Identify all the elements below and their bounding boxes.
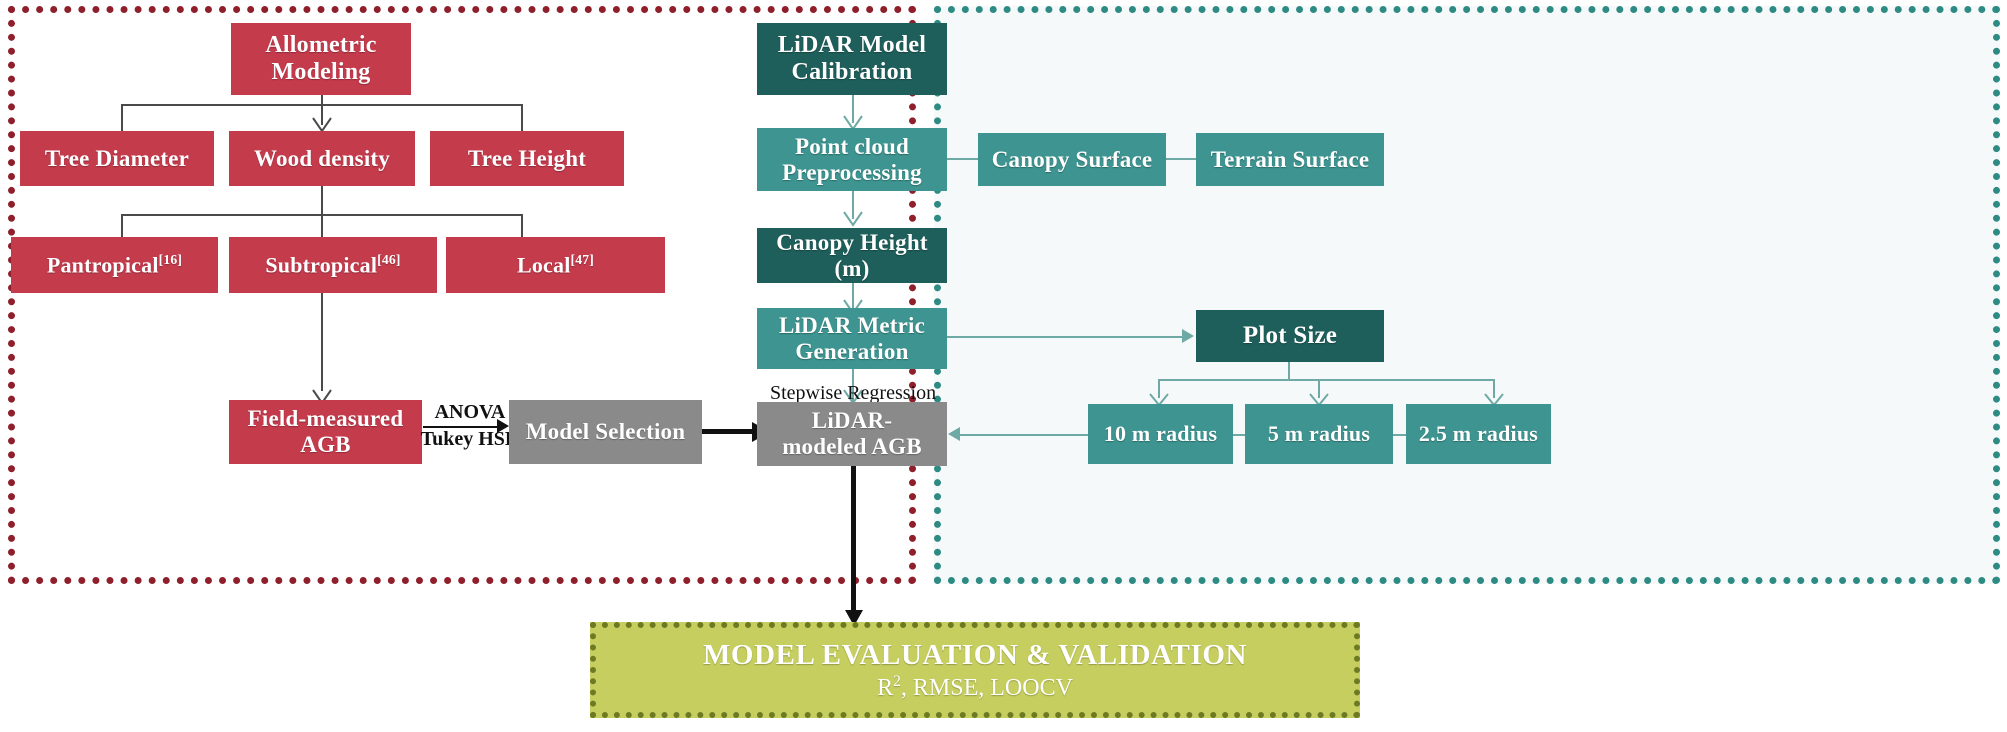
tree-diameter-label: Tree Diameter	[44, 145, 190, 171]
subtropical-label: Subtropical	[265, 252, 378, 278]
connector-to-radius-5	[1318, 379, 1320, 398]
field-agb-line1: Field-measured	[247, 406, 404, 432]
connector-to-wood-density	[321, 104, 323, 120]
node-radius-5m[interactable]: 5 m radius	[1245, 404, 1393, 464]
connector-lidaragb-to-evaluation	[851, 466, 856, 616]
node-tree-diameter[interactable]: Tree Diameter	[20, 131, 214, 186]
connector-to-radius-25	[1493, 379, 1495, 398]
allometric-line1: Allometric	[265, 32, 377, 59]
edge-label-tukey-hsd: Tukey HSD	[420, 428, 520, 450]
connector-radius10-to-radius5	[1232, 434, 1245, 436]
connector-subtropical-to-field	[321, 293, 323, 391]
tree-height-label: Tree Height	[467, 145, 587, 171]
radius-5-label: 5 m radius	[1267, 420, 1371, 446]
connector-modelselection-to-lidaragb	[702, 429, 757, 434]
connector-to-local	[521, 214, 523, 237]
right-panel-lidar	[934, 6, 2000, 584]
node-local[interactable]: Local[47]	[446, 237, 665, 293]
pantropical-label: Pantropical	[46, 252, 159, 278]
evaluation-metric-sup: 2	[893, 672, 901, 690]
node-pantropical[interactable]: Pantropical[16]	[11, 237, 218, 293]
plot-size-label: Plot Size	[1242, 322, 1338, 349]
node-lidar-model-calibration[interactable]: LiDAR Model Calibration	[757, 23, 947, 95]
evaluation-metric-r: R	[877, 674, 894, 701]
model-selection-label: Model Selection	[525, 419, 686, 445]
connector-pointcloud-to-canopyheight	[852, 191, 854, 219]
arrowhead-anova	[497, 419, 509, 433]
pointcloud-line1: Point cloud	[794, 133, 910, 159]
local-ref: [47]	[570, 252, 595, 268]
calibration-line1: LiDAR Model	[777, 32, 927, 59]
lidar-agb-line2: modeled AGB	[782, 434, 922, 459]
node-lidar-metric-generation[interactable]: LiDAR Metric Generation	[757, 308, 947, 369]
evaluation-title: MODEL EVALUATION & VALIDATION	[702, 638, 1248, 671]
node-terrain-surface[interactable]: Terrain Surface	[1196, 133, 1384, 186]
lidar-agb-line1: LiDAR-	[811, 408, 893, 434]
calibration-line2: Calibration	[791, 59, 913, 85]
connector-anova-arrow-line	[423, 426, 505, 428]
node-tree-height[interactable]: Tree Height	[430, 131, 624, 186]
node-radius-2-5m[interactable]: 2.5 m radius	[1406, 404, 1551, 464]
evaluation-metrics: R2, RMSE, LOOCV	[877, 673, 1073, 702]
node-lidar-modeled-agb[interactable]: LiDAR- modeled AGB	[757, 402, 947, 466]
node-plot-size[interactable]: Plot Size	[1196, 310, 1384, 362]
terrain-surface-label: Terrain Surface	[1210, 146, 1370, 172]
canopy-surface-label: Canopy Surface	[991, 146, 1153, 172]
connector-radius5-to-radius25	[1392, 434, 1406, 436]
arrowhead-canopyheight	[842, 210, 864, 228]
arrowhead-lidaragb-from-radius	[948, 427, 960, 441]
lidar-metric-line2: Generation	[795, 338, 909, 364]
connector-pointcloud-to-canopysurface	[947, 158, 978, 160]
connector-lidarmetric-to-lidaragb	[852, 369, 854, 402]
canopy-height-line2: (m)	[834, 255, 870, 281]
edge-label-stepwise-regression: Stepwise Regression	[770, 382, 937, 404]
connector-canopyheight-to-lidarmetric	[852, 283, 854, 308]
subtropical-ref: [46]	[377, 252, 401, 268]
connector-lidarmetric-to-plotsize	[947, 336, 1186, 338]
node-model-evaluation-validation[interactable]: MODEL EVALUATION & VALIDATION R2, RMSE, …	[590, 622, 1360, 718]
field-agb-line2: AGB	[300, 432, 351, 457]
node-field-measured-agb[interactable]: Field-measured AGB	[229, 400, 422, 464]
connector-to-subtropical	[321, 214, 323, 237]
connector-to-tree-height	[521, 104, 523, 131]
lidar-metric-line1: LiDAR Metric	[778, 312, 926, 338]
node-canopy-height[interactable]: Canopy Height (m)	[757, 228, 947, 283]
evaluation-metric-rest: , RMSE, LOOCV	[900, 674, 1073, 701]
connector-to-tree-diameter	[121, 104, 123, 131]
canopy-height-line1: Canopy Height	[776, 229, 928, 255]
connector-plotsize-bus	[1158, 379, 1494, 381]
radius-25-label: 2.5 m radius	[1418, 420, 1539, 446]
node-subtropical[interactable]: Subtropical[46]	[229, 237, 437, 293]
pantropical-ref: [16]	[158, 252, 183, 268]
node-wood-density[interactable]: Wood density	[229, 131, 415, 186]
node-radius-10m[interactable]: 10 m radius	[1088, 404, 1233, 464]
node-point-cloud-preprocessing[interactable]: Point cloud Preprocessing	[757, 128, 947, 191]
connector-wooddensity-stem	[321, 186, 323, 215]
radius-10-label: 10 m radius	[1103, 420, 1218, 446]
node-model-selection[interactable]: Model Selection	[509, 400, 702, 464]
local-label: Local	[516, 252, 571, 278]
node-canopy-surface[interactable]: Canopy Surface	[978, 133, 1166, 186]
connector-to-pantropical	[121, 214, 123, 237]
connector-radius10-to-lidaragb	[960, 434, 1088, 436]
arrowhead-plotsize	[1182, 329, 1194, 343]
connector-to-radius-10	[1158, 379, 1160, 398]
left-panel-allometric	[8, 6, 916, 584]
connector-calibration-to-pointcloud	[852, 95, 854, 123]
edge-label-anova: ANOVA	[434, 401, 506, 423]
wood-density-label: Wood density	[254, 145, 390, 171]
node-allometric-modeling[interactable]: Allometric Modeling	[231, 23, 411, 95]
connector-canopysurface-to-terrainsurface	[1166, 158, 1196, 160]
allometric-line2: Modeling	[271, 59, 371, 85]
pointcloud-line2: Preprocessing	[782, 159, 922, 185]
connector-plotsize-stem	[1288, 362, 1290, 380]
